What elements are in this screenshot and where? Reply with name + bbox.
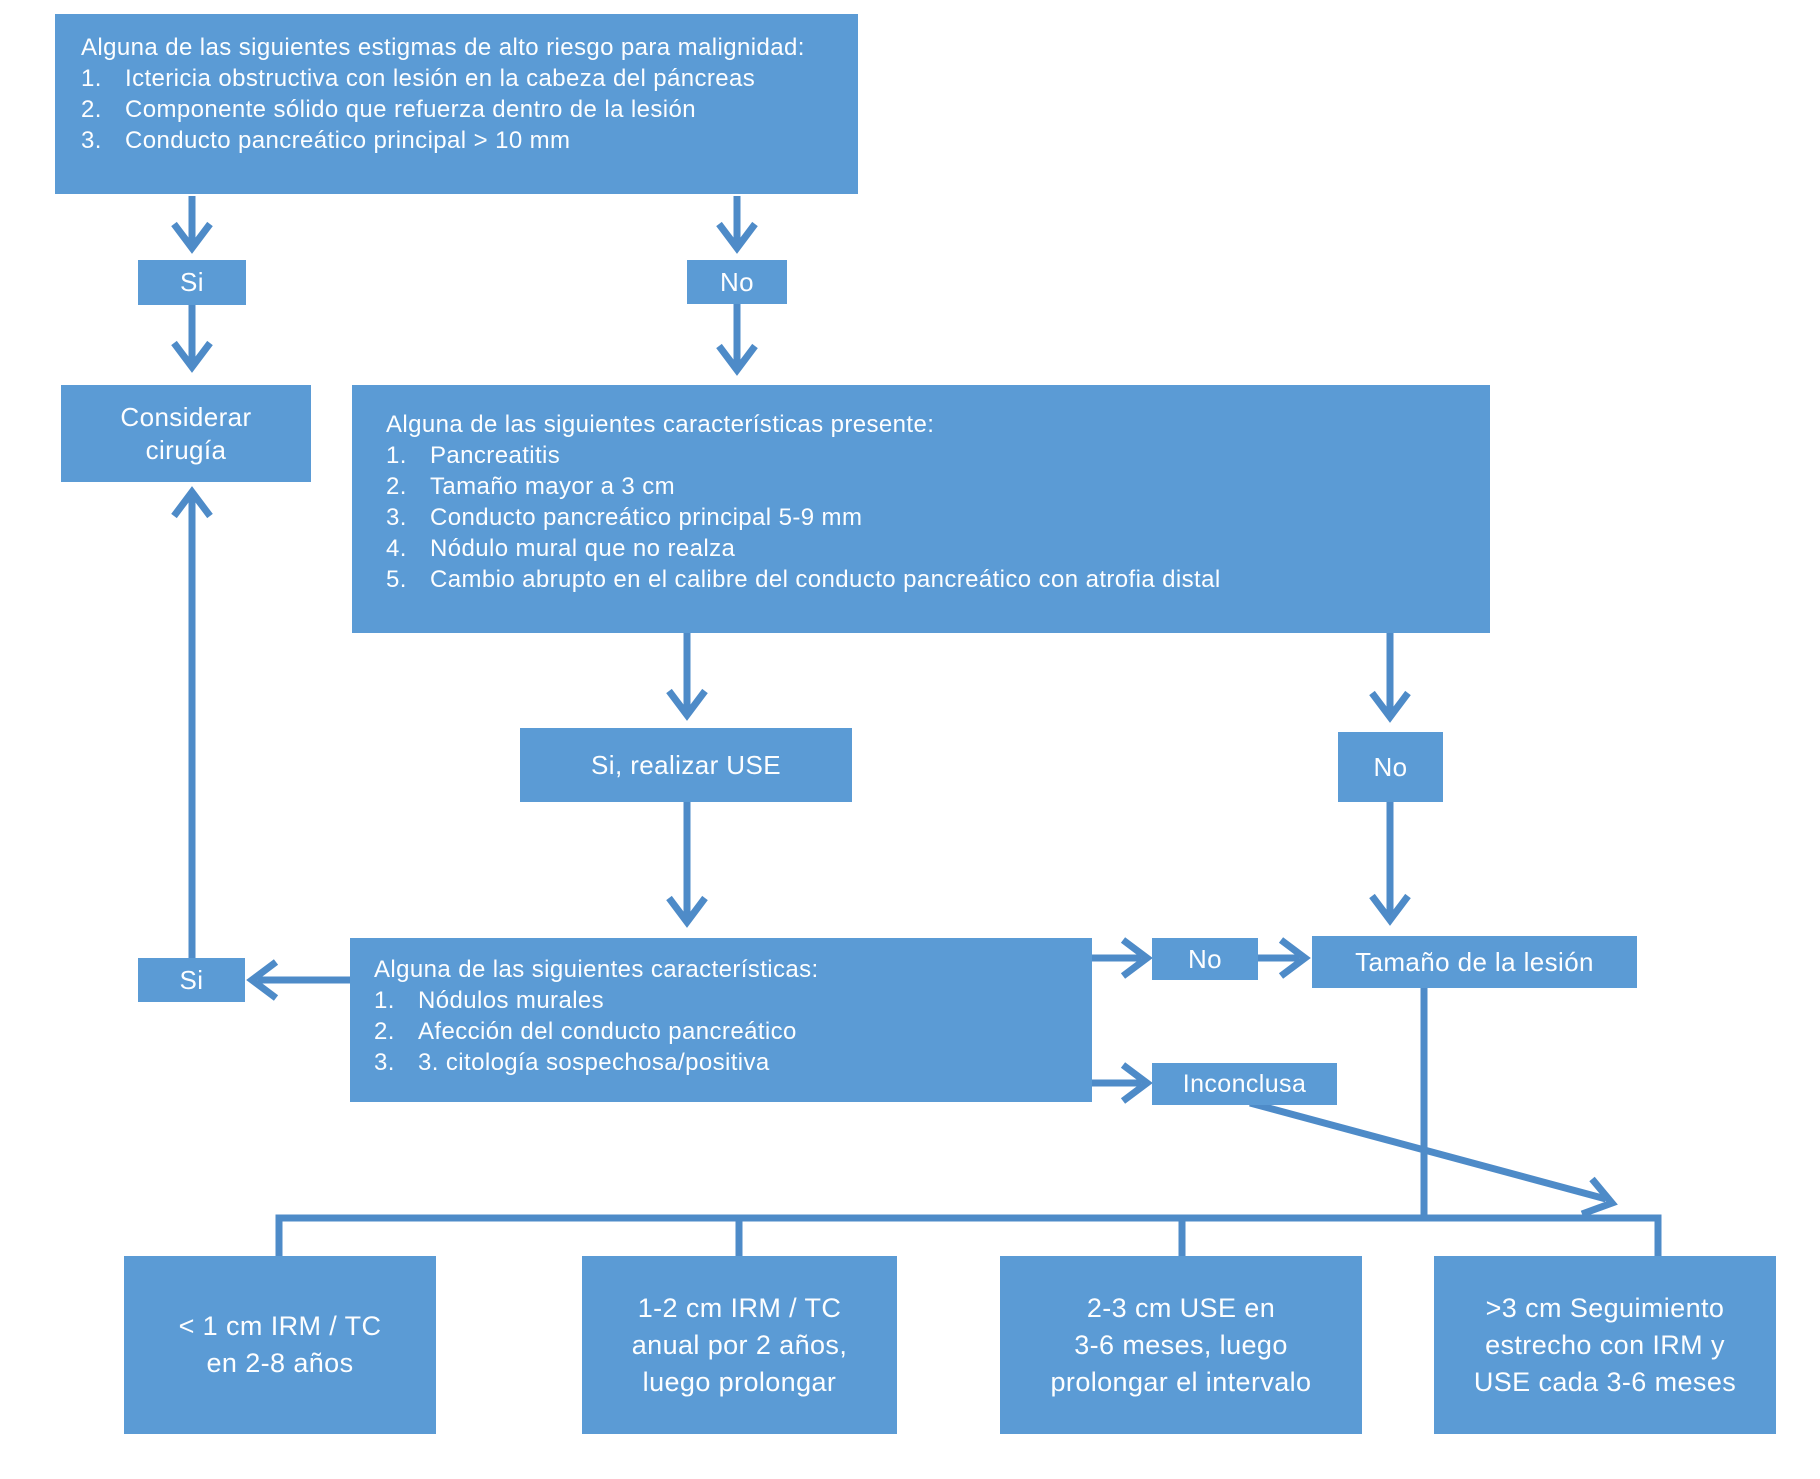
arrow-box2-to-use: [666, 633, 708, 721]
list-item: 3. Conducto pancreático principal > 10 m…: [81, 127, 571, 154]
arrow-si1-to-considerar: [171, 305, 213, 373]
list-item: 2. Afección del conducto pancreático: [374, 1018, 797, 1045]
list-item: 5. Cambio abrupto en el calibre del cond…: [386, 566, 1221, 593]
node-consider-surgery: Considerar cirugía: [61, 385, 311, 482]
node-yes-perform-eus: Si, realizar USE: [520, 728, 852, 802]
arrow-no2-to-tamano: [1369, 802, 1411, 926]
list-item: 3. Conducto pancreático principal 5-9 mm: [386, 504, 863, 531]
node-no-1: No: [687, 260, 787, 304]
node-title: Alguna de las siguientes características…: [374, 956, 819, 983]
arrow-si2-to-considerar: [171, 486, 213, 958]
list-item: 2. Tamaño mayor a 3 cm: [386, 473, 676, 500]
arrow-box3-to-si2: [246, 959, 350, 1001]
node-followup-lt1cm: < 1 cm IRM / TC en 2-8 años: [124, 1256, 436, 1434]
line-size-branches: [275, 1214, 1662, 1256]
node-no-3: No: [1152, 938, 1258, 980]
node-title: Alguna de las siguientes estigmas de alt…: [81, 34, 805, 61]
node-followup-2-3cm: 2-3 cm USE en 3-6 meses, luego prolongar…: [1000, 1256, 1362, 1434]
node-inconclusive: Inconclusa: [1152, 1063, 1337, 1105]
arrow-box3-to-no3: [1092, 937, 1153, 979]
node-yes-1: Si: [138, 260, 246, 305]
list-item: 2. Componente sólido que refuerza dentro…: [81, 96, 697, 123]
arrow-use-to-box3: [666, 802, 708, 928]
node-eus-features: Alguna de las siguientes características…: [350, 938, 1092, 1102]
list-item: 1. Nódulos murales: [374, 987, 605, 1014]
node-yes-2: Si: [138, 958, 245, 1002]
list-item: 1. Pancreatitis: [386, 442, 561, 469]
arrow-inconclusa-diagonal: [1249, 1099, 1618, 1218]
arrow-box3-to-inconclusa: [1092, 1062, 1153, 1104]
node-worrisome-features: Alguna de las siguientes características…: [352, 385, 1490, 633]
node-followup-1-2cm: 1-2 cm IRM / TC anual por 2 años, luego …: [582, 1256, 897, 1434]
node-no-2: No: [1338, 732, 1443, 802]
node-followup-gt3cm: >3 cm Seguimiento estrecho con IRM y USE…: [1434, 1256, 1776, 1434]
list-item: 4. Nódulo mural que no realza: [386, 535, 736, 562]
arrow-no1-to-box2: [716, 304, 758, 376]
arrow-no3-to-tamano: [1258, 937, 1311, 979]
arrow-box2-to-no2: [1369, 633, 1411, 723]
arrow-topbox-to-no1: [716, 196, 758, 254]
list-item: 1. Ictericia obstructiva con lesión en l…: [81, 65, 756, 92]
arrow-topbox-to-si1: [171, 196, 213, 254]
node-lesion-size: Tamaño de la lesión: [1312, 936, 1637, 988]
node-title: Alguna de las siguientes características…: [386, 411, 935, 438]
node-high-risk-stigmata: Alguna de las siguientes estigmas de alt…: [55, 14, 858, 194]
list-item: 3. 3. citología sospechosa/positiva: [374, 1049, 770, 1076]
